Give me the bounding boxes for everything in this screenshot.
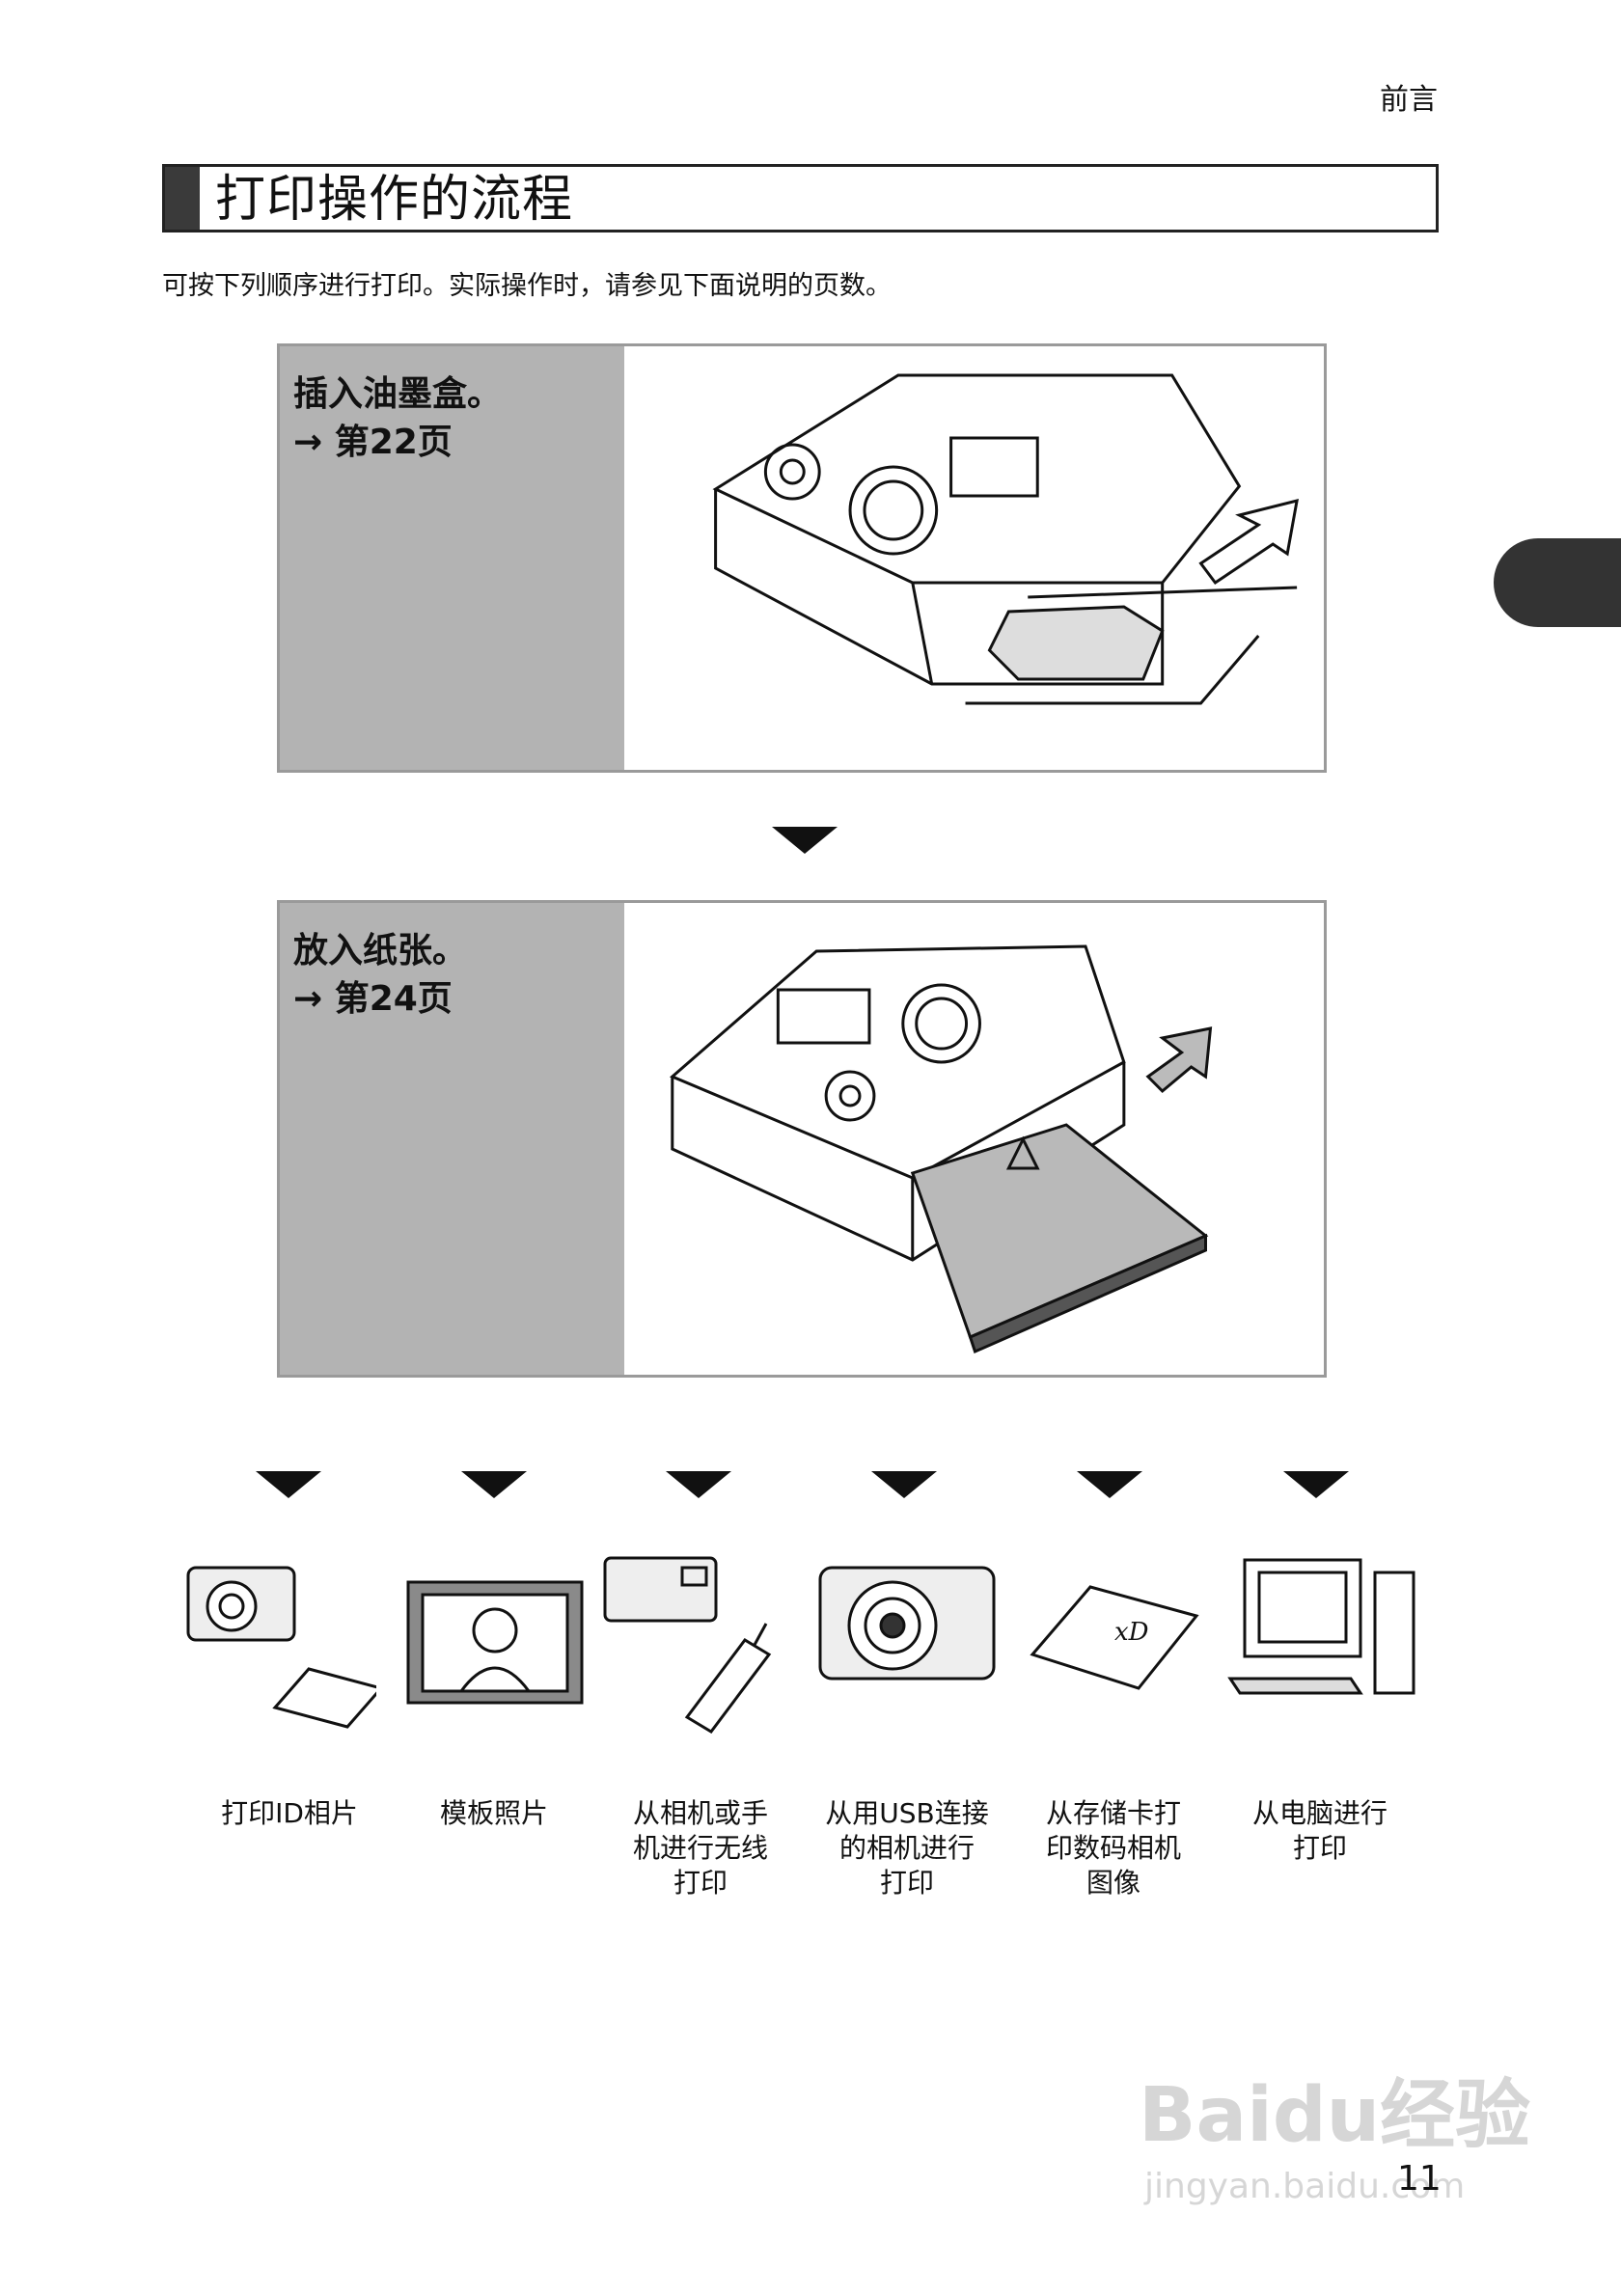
- label-line: 打印ID相片: [183, 1796, 396, 1831]
- printer-paper-tray-illustration: [624, 903, 1324, 1375]
- label-line: 模板照片: [388, 1796, 600, 1831]
- step-instruction: 放入纸张。: [293, 922, 467, 972]
- label-line: 印数码相机: [1007, 1831, 1220, 1866]
- camera-and-xd-card-icon: [183, 1548, 376, 1741]
- svg-text:xD: xD: [1114, 1618, 1149, 1647]
- option-label-computer-print: 从电脑进行 打印: [1214, 1796, 1426, 1866]
- step-page-reference: → 第24页: [293, 970, 453, 1021]
- computer-icon: [1225, 1548, 1418, 1741]
- flow-arrow-down: [666, 1471, 731, 1498]
- printer-ink-cartridge-illustration: [624, 346, 1324, 770]
- flow-arrow-down: [461, 1471, 527, 1498]
- usb-camera-icon: [815, 1548, 1008, 1741]
- label-line: 打印: [594, 1866, 807, 1900]
- flow-arrow-down: [256, 1471, 321, 1498]
- label-line: 从电脑进行: [1214, 1796, 1426, 1831]
- page-title: 打印操作的流程: [215, 170, 573, 230]
- label-line: 从存储卡打: [1007, 1796, 1220, 1831]
- page-number: 11: [1397, 2159, 1442, 2199]
- template-photo-icon: [403, 1548, 596, 1741]
- section-title-box: 打印操作的流程: [162, 164, 1439, 232]
- label-line: 机进行无线: [594, 1831, 807, 1866]
- flow-arrow-down: [1283, 1471, 1349, 1498]
- step-instruction: 插入油墨盒。: [293, 366, 502, 416]
- step-insert-ink-cartridge: 插入油墨盒。 → 第22页: [277, 343, 1327, 773]
- step-label-panel: 插入油墨盒。 → 第22页: [280, 346, 624, 770]
- label-line: 打印: [801, 1866, 1013, 1900]
- intro-text: 可按下列顺序进行打印。实际操作时，请参见下面说明的页数。: [162, 264, 892, 302]
- flow-arrow-down: [772, 827, 838, 854]
- label-line: 图像: [1007, 1866, 1220, 1900]
- option-label-memory-card-print: 从存储卡打 印数码相机 图像: [1007, 1796, 1220, 1900]
- chapter-side-tab: [1494, 538, 1621, 627]
- baidu-watermark: Baidu经验: [1139, 2055, 1530, 2163]
- label-line: 的相机进行: [801, 1831, 1013, 1866]
- step-label-panel: 放入纸张。 → 第24页: [280, 903, 624, 1375]
- flow-arrow-down: [1077, 1471, 1142, 1498]
- xd-memory-card-icon: xD: [1023, 1548, 1216, 1741]
- option-label-wireless-print: 从相机或手 机进行无线 打印: [594, 1796, 807, 1900]
- option-label-usb-print: 从用USB连接 的相机进行 打印: [801, 1796, 1013, 1900]
- title-accent-bar: [165, 167, 200, 230]
- label-line: 从相机或手: [594, 1796, 807, 1831]
- flow-arrow-down: [871, 1471, 937, 1498]
- chapter-header: 前言: [1380, 75, 1438, 118]
- step-load-paper: 放入纸张。 → 第24页: [277, 900, 1327, 1378]
- camera-and-phone-icon: [600, 1548, 793, 1741]
- option-label-id-photo: 打印ID相片: [183, 1796, 396, 1831]
- label-line: 从用USB连接: [801, 1796, 1013, 1831]
- step-page-reference: → 第22页: [293, 414, 453, 464]
- option-label-template-photo: 模板照片: [388, 1796, 600, 1831]
- label-line: 打印: [1214, 1831, 1426, 1866]
